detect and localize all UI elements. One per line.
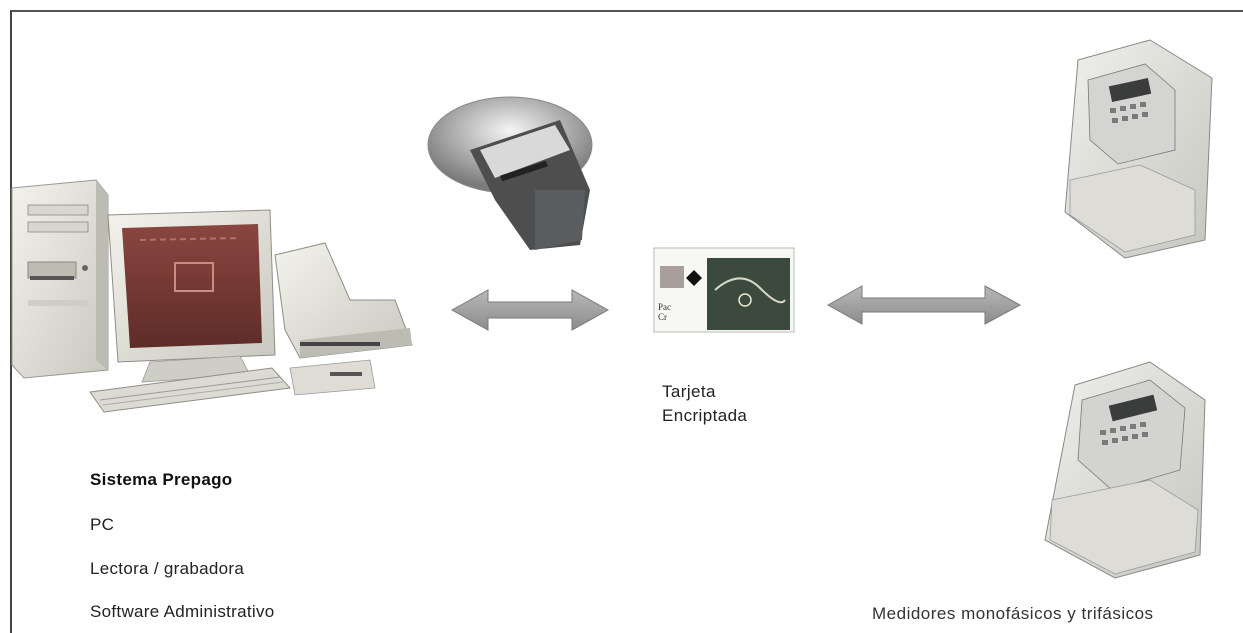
system-title: Sistema Prepago xyxy=(90,470,233,489)
system-item-software: Software Administrativo xyxy=(90,602,275,621)
smart-card-icon: Pac Cr xyxy=(653,247,795,333)
svg-text:Cr: Cr xyxy=(658,312,667,322)
svg-text:Pac: Pac xyxy=(658,302,671,312)
single-phase-meter-icon xyxy=(1064,39,1213,259)
monitor-icon xyxy=(107,209,276,383)
meters-caption: Medidores monofásicos y trifásicos xyxy=(872,604,1154,623)
pc-tower-icon xyxy=(11,179,109,379)
card-reader-icon xyxy=(427,96,593,250)
three-phase-meter-icon xyxy=(1044,361,1206,579)
card-caption: Tarjeta Encriptada xyxy=(662,380,747,428)
card-caption-line2: Encriptada xyxy=(662,406,748,425)
card-caption-line1: Tarjeta xyxy=(662,382,716,401)
printer-icon xyxy=(274,242,413,396)
double-arrow-left-icon xyxy=(450,289,610,331)
double-arrow-right-icon xyxy=(826,285,1022,325)
system-item-pc: PC xyxy=(90,515,115,534)
keyboard-icon xyxy=(89,367,292,413)
system-item-reader: Lectora / grabadora xyxy=(90,559,245,578)
